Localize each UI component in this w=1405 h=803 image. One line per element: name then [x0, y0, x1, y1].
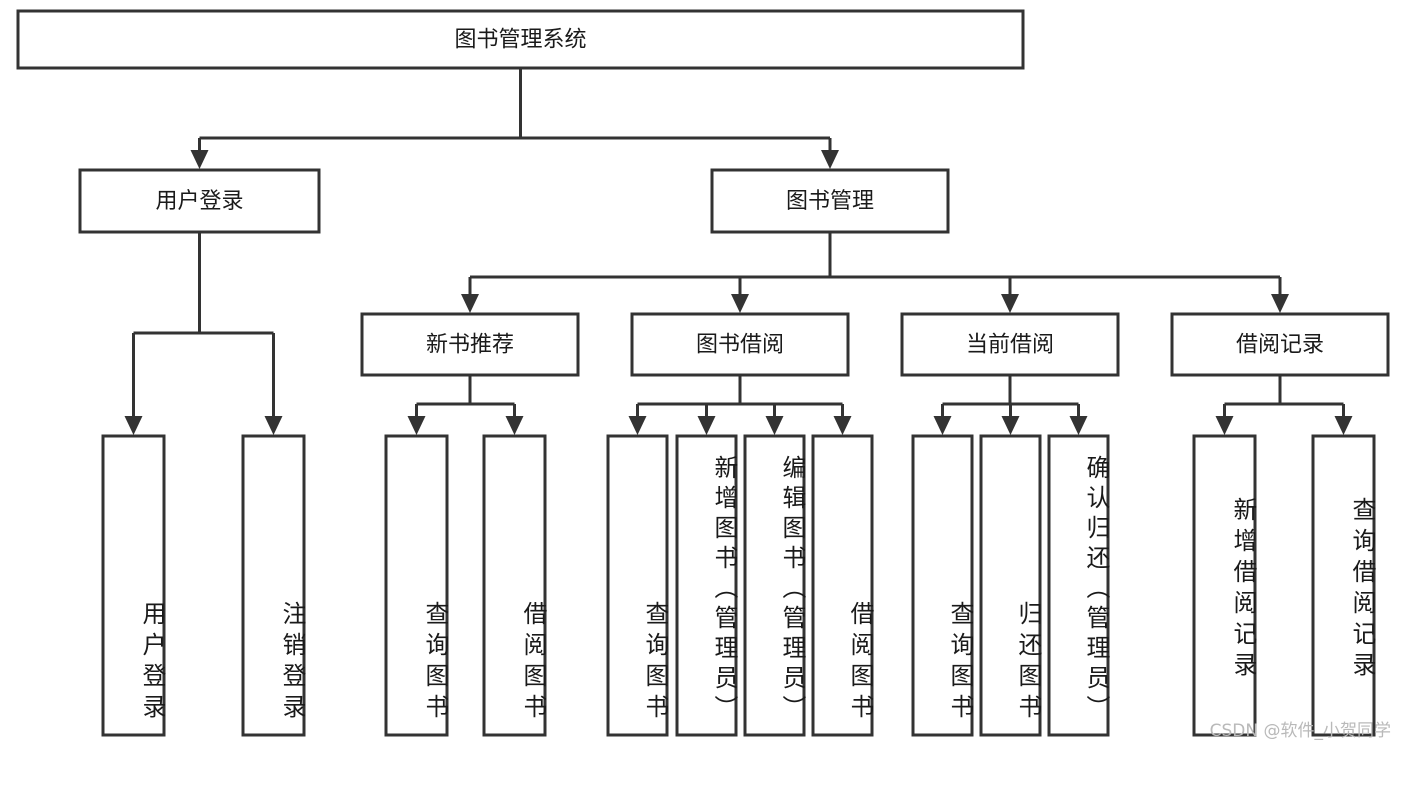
node-leaf12[interactable] [1192, 434, 1257, 737]
arrow-head [407, 416, 426, 435]
node-label: 图书管理系统 [454, 28, 586, 53]
node-leaf10[interactable] [979, 434, 1042, 737]
edge-group-l2a [124, 232, 283, 435]
node-l3a[interactable]: 新书推荐 [360, 312, 580, 377]
node-box[interactable] [606, 434, 669, 737]
edge-group-root [190, 68, 839, 169]
flowchart-canvas: 图书管理系统用户登录图书管理新书推荐图书借阅当前借阅借阅记录 用户登录注销登录查… [16, 9, 1391, 741]
arrow-head [833, 416, 852, 435]
node-leaf13[interactable] [1311, 434, 1376, 737]
arrow-head [628, 416, 647, 435]
node-leaf07[interactable] [743, 434, 806, 737]
node-leaf03[interactable] [384, 434, 449, 737]
node-box[interactable] [1047, 434, 1110, 737]
node-leaf08[interactable] [811, 434, 874, 737]
node-label: 当前借阅 [966, 333, 1054, 358]
arrow-head [461, 294, 479, 313]
edge-group-l3a [407, 375, 524, 435]
node-box[interactable] [16, 9, 1025, 70]
node-l2b[interactable]: 图书管理 [710, 168, 950, 234]
arrow-head [765, 416, 784, 435]
node-box[interactable] [900, 312, 1120, 377]
arrow-head [1069, 416, 1088, 435]
node-leaf11[interactable] [1047, 434, 1110, 737]
node-box[interactable] [1192, 434, 1257, 737]
node-box[interactable] [743, 434, 806, 737]
arrow-head [190, 150, 209, 169]
node-leaf02[interactable] [241, 434, 306, 737]
node-leaf09[interactable] [911, 434, 974, 737]
csdn-watermark: CSDN @软件_小贺同学 [1209, 721, 1391, 741]
node-label: 新书推荐 [426, 333, 514, 358]
node-l2a[interactable]: 用户登录 [78, 168, 321, 234]
arrow-head [1001, 294, 1019, 313]
edge-group-l3d [1215, 375, 1353, 435]
node-box[interactable] [482, 434, 547, 737]
arrow-head [697, 416, 716, 435]
node-box[interactable] [979, 434, 1042, 737]
arrow-head [505, 416, 524, 435]
arrow-head [1215, 416, 1234, 435]
node-l3d[interactable]: 借阅记录 [1170, 312, 1390, 377]
node-l3b[interactable]: 图书借阅 [630, 312, 850, 377]
edge-group-l3c [933, 375, 1088, 435]
arrow-head [264, 416, 283, 435]
node-box[interactable] [630, 312, 850, 377]
node-leaf05[interactable] [606, 434, 669, 737]
node-l3c[interactable]: 当前借阅 [900, 312, 1120, 377]
arrow-head [124, 416, 143, 435]
node-box[interactable] [241, 434, 306, 737]
node-leaf06[interactable] [675, 434, 738, 737]
node-label: 借阅记录 [1236, 333, 1324, 358]
arrow-head [933, 416, 952, 435]
node-box[interactable] [811, 434, 874, 737]
node-box[interactable] [360, 312, 580, 377]
arrow-head [731, 294, 749, 313]
node-leaf04[interactable] [482, 434, 547, 737]
node-box[interactable] [1170, 312, 1390, 377]
arrow-head [1334, 416, 1353, 435]
arrow-head [821, 150, 839, 169]
node-root[interactable]: 图书管理系统 [16, 9, 1025, 70]
node-box[interactable] [675, 434, 738, 737]
edge-group-l3b [628, 375, 852, 435]
arrow-head [1001, 416, 1020, 435]
node-leaf01[interactable] [101, 434, 166, 737]
node-box[interactable] [1311, 434, 1376, 737]
edge-group-l2b [461, 232, 1289, 313]
node-box[interactable] [78, 168, 321, 234]
node-label: 图书借阅 [696, 333, 784, 358]
node-label: 图书管理 [786, 189, 874, 214]
node-box[interactable] [710, 168, 950, 234]
node-box[interactable] [384, 434, 449, 737]
arrow-head [1271, 294, 1289, 313]
node-label: 用户登录 [155, 189, 243, 214]
node-box[interactable] [101, 434, 166, 737]
node-box[interactable] [911, 434, 974, 737]
edge-layer [124, 68, 1353, 435]
